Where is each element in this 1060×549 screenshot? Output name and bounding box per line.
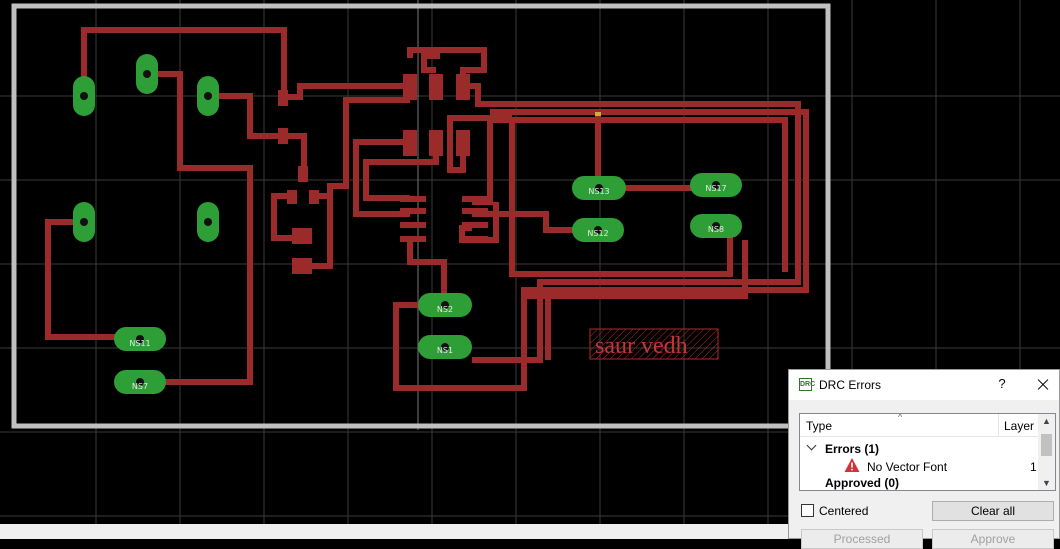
pad-label-ns13: NS13 xyxy=(588,187,609,196)
column-layer-header[interactable]: Layer xyxy=(1004,419,1035,433)
status-strip xyxy=(0,524,790,539)
errors-tree[interactable]: Type ^ Layer Errors (1) No Vector Font 1… xyxy=(799,413,1056,491)
clear-all-button[interactable]: Clear all xyxy=(932,501,1054,521)
vertical-pads xyxy=(73,54,219,242)
centered-checkbox[interactable] xyxy=(801,504,814,517)
pcb-board-canvas[interactable]: NS11 NS7 NS2 NS1 NS13 NS17 NS12 NS8 saur… xyxy=(0,0,1060,524)
sort-indicator-icon: ^ xyxy=(898,413,903,422)
close-icon[interactable] xyxy=(1033,375,1053,395)
tree-scrollbar[interactable]: ▲ ▼ xyxy=(1038,414,1055,490)
approved-group-row[interactable]: Approved (0) xyxy=(800,474,1036,490)
approved-group-label: Approved (0) xyxy=(825,476,900,490)
board-outline xyxy=(11,3,831,429)
pad-label-ns17: NS17 xyxy=(705,184,726,193)
pad-label-ns7: NS7 xyxy=(132,382,148,391)
error-item-layer: 1 xyxy=(1030,460,1037,474)
pad-label-ns1: NS1 xyxy=(437,346,453,355)
column-type-header[interactable]: Type xyxy=(806,419,833,433)
pad-labels: NS11 NS7 NS2 NS1 NS13 NS17 NS12 NS8 xyxy=(129,184,726,391)
errors-group-label: Errors (1) xyxy=(825,442,880,456)
drc-errors-dialog: DRC DRC Errors ? Type ^ Layer Errors (1)… xyxy=(788,369,1060,549)
pad-label-ns8: NS8 xyxy=(708,225,724,234)
help-button[interactable]: ? xyxy=(998,376,1006,391)
grid xyxy=(0,0,1060,524)
column-separator[interactable] xyxy=(998,414,999,436)
error-item-label: No Vector Font xyxy=(867,460,948,474)
smd-pads xyxy=(278,74,601,274)
centered-label: Centered xyxy=(819,504,869,518)
approve-button[interactable]: Approve xyxy=(932,529,1054,549)
silkscreen-text[interactable]: saur vedh xyxy=(595,333,688,359)
text-hatch-area xyxy=(589,328,719,360)
warning-icon xyxy=(844,458,860,472)
drc-app-icon: DRC xyxy=(799,378,815,391)
processed-button[interactable]: Processed xyxy=(801,529,923,549)
pad-label-ns12: NS12 xyxy=(587,229,608,238)
errors-group-row[interactable]: Errors (1) xyxy=(800,440,1036,457)
scrollbar-thumb[interactable] xyxy=(1041,434,1052,456)
pad-label-ns11: NS11 xyxy=(129,339,150,348)
pad-label-ns2: NS2 xyxy=(437,305,453,314)
chevron-down-icon[interactable] xyxy=(806,440,817,451)
scroll-down-icon[interactable]: ▼ xyxy=(1042,478,1051,488)
scroll-up-icon[interactable]: ▲ xyxy=(1042,416,1051,426)
error-item-row[interactable]: No Vector Font 1 xyxy=(800,457,1037,474)
dialog-titlebar[interactable]: DRC DRC Errors ? xyxy=(789,370,1059,400)
pad-holes xyxy=(136,181,720,386)
tree-header: Type ^ Layer xyxy=(800,414,1055,437)
dialog-title: DRC Errors xyxy=(819,378,881,392)
